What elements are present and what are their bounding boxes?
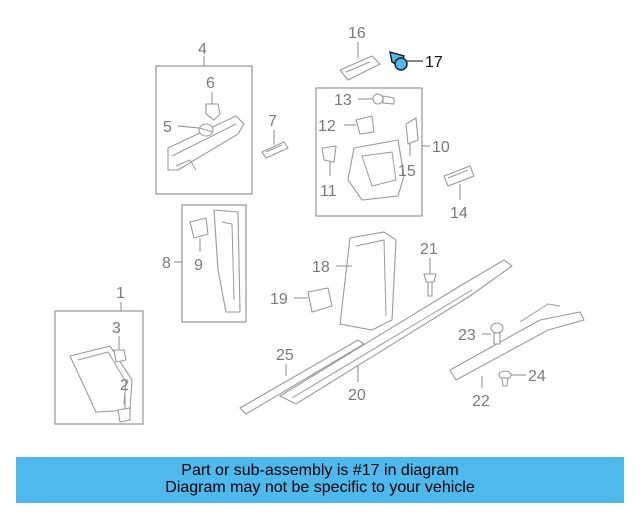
callout-19: 19 [270,291,288,308]
bolt-part-23 [490,322,504,345]
callout-20: 20 [348,387,366,404]
callout-11: 11 [320,183,337,200]
b-pillar-trim-part [213,209,241,313]
clip-part-11 [321,145,337,163]
callout-5: 5 [163,119,172,136]
banner-line-2: Diagram may not be specific to your vehi… [165,479,475,496]
callout-4: 4 [198,41,207,58]
b-pillar-lower-trim-part-18 [339,231,397,331]
callout-9: 9 [194,257,203,274]
clip-part-3 [113,349,127,363]
callout-10: 10 [432,139,450,156]
sill-plate-part-20 [278,259,513,405]
clip-part-12 [355,115,375,135]
bolt-part-21 [423,273,437,297]
clip-part-19 [307,287,333,313]
callout-21: 21 [420,241,438,258]
callout-16: 16 [348,25,366,42]
parts-diagram: 1 2 3 4 5 6 7 8 9 10 11 12 13 14 15 16 1… [54,25,585,425]
callout-24: 24 [528,368,546,385]
callout-13: 13 [334,92,352,109]
callout-22: 22 [472,393,490,410]
clip-part-17 [389,51,408,71]
trim-piece-part-16 [339,55,381,81]
callout-12: 12 [318,118,336,135]
seatbelt-trim-part [347,139,405,201]
group-box-8 [181,204,247,323]
bolt-part-13 [372,93,395,105]
callout-3: 3 [112,320,121,337]
clip-part-6 [205,103,221,121]
a-pillar-trim-part [167,115,245,171]
callout-25: 25 [276,347,294,364]
callout-23: 23 [458,327,476,344]
vent-grille-part-7 [261,141,289,159]
callout-8: 8 [162,255,171,272]
clip-part-15 [405,117,419,145]
clip-part-9 [189,217,209,239]
banner-line-1: Part or sub-assembly is #17 in diagram [181,462,459,479]
callout-15: 15 [398,163,416,180]
callout-14: 14 [450,205,468,222]
callout-1: 1 [116,285,125,302]
moulding-strip-part-25 [239,339,366,415]
callout-7: 7 [268,113,277,130]
clip-part-5 [198,123,214,137]
group-box-1 [54,310,144,425]
vent-grille-part-14 [443,165,475,187]
info-banner: Part or sub-assembly is #17 in diagram D… [16,457,624,503]
kick-panel-part [69,345,133,413]
callout-2: 2 [120,377,129,394]
clip-part-24 [498,370,512,387]
clip-part-2 [117,407,131,423]
group-box-10 [315,87,423,217]
rail-part-22 [449,303,585,381]
callout-6: 6 [206,75,215,92]
callout-17: 17 [425,54,443,71]
callout-18: 18 [312,259,330,276]
